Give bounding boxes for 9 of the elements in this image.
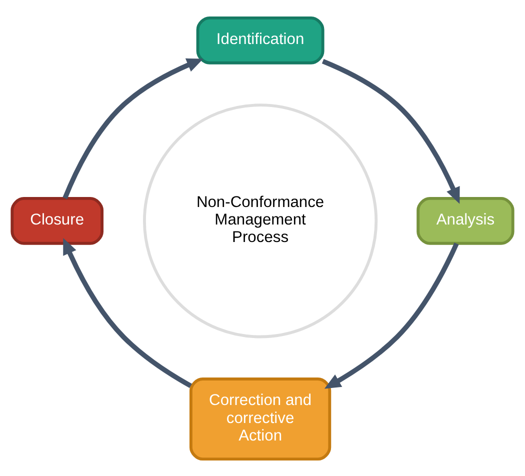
node-box: Analysis [416, 196, 514, 244]
arrow [322, 58, 460, 204]
node-box: Correction and corrective Action [189, 377, 332, 460]
node-box: Closure [10, 196, 104, 244]
arrow [63, 237, 192, 388]
arrow [62, 58, 204, 199]
arrow [324, 242, 459, 388]
node-circle: Non-Conformance Management Process [142, 103, 378, 338]
node-box: Identification [196, 16, 324, 64]
